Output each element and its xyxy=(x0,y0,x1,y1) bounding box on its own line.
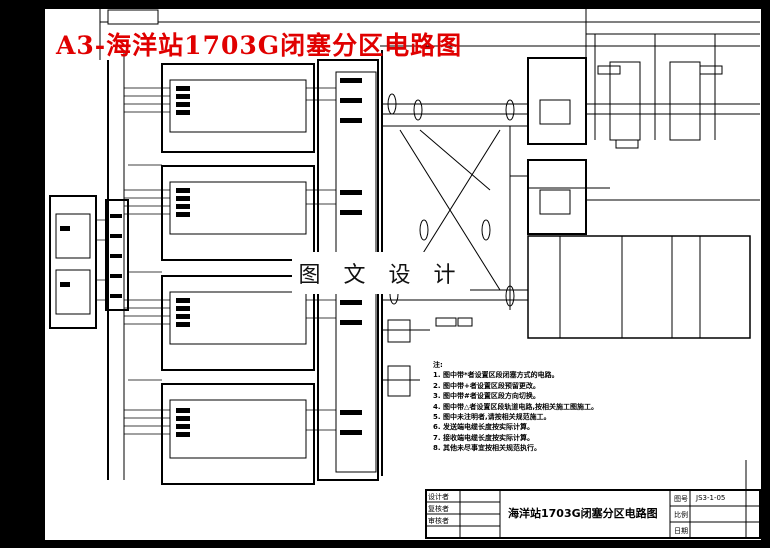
note-item: 7. 接收端电缆长度按实际计算。 xyxy=(433,433,534,442)
title-block-label: 日期 xyxy=(674,527,688,535)
note-item: 5. 图中未注明者,请按相关规范施工。 xyxy=(433,413,551,422)
note-item: 8. 其他未尽事宜按相关规范执行。 xyxy=(433,444,541,453)
note-item: 6. 发送端电缆长度按实际计算。 xyxy=(433,423,534,432)
drawing-title-banner: A3-海洋站1703G闭塞分区电路图 xyxy=(56,31,463,60)
title-block-label: 图号 xyxy=(674,495,688,503)
title-block-drawing-number: JS3-1-05 xyxy=(696,494,726,502)
title-block-label: 审核者 xyxy=(428,517,449,525)
watermark-overlay: 图 文 设 计 xyxy=(292,252,470,294)
title-block-label: 比例 xyxy=(674,511,688,519)
note-item: 4. 图中带△者设置区段轨道电路,按相关施工图施工。 xyxy=(433,402,599,411)
notes-block: 注: 1. 图中带*者设置区段闭塞方式的电路。 2. 图中带+者设置区段预留更改… xyxy=(433,360,733,454)
note-item: 2. 图中带+者设置区段预留更改。 xyxy=(433,381,540,390)
note-item: 1. 图中带*者设置区段闭塞方式的电路。 xyxy=(433,371,559,380)
title-block-label: 复核者 xyxy=(428,505,449,513)
notes-heading: 注: xyxy=(433,361,443,369)
note-item: 3. 图中带#者设置区段方向切换。 xyxy=(433,392,540,401)
title-block-drawing-title: 海洋站1703G闭塞分区电路图 xyxy=(508,507,658,520)
title-block-label: 设计者 xyxy=(428,493,449,501)
